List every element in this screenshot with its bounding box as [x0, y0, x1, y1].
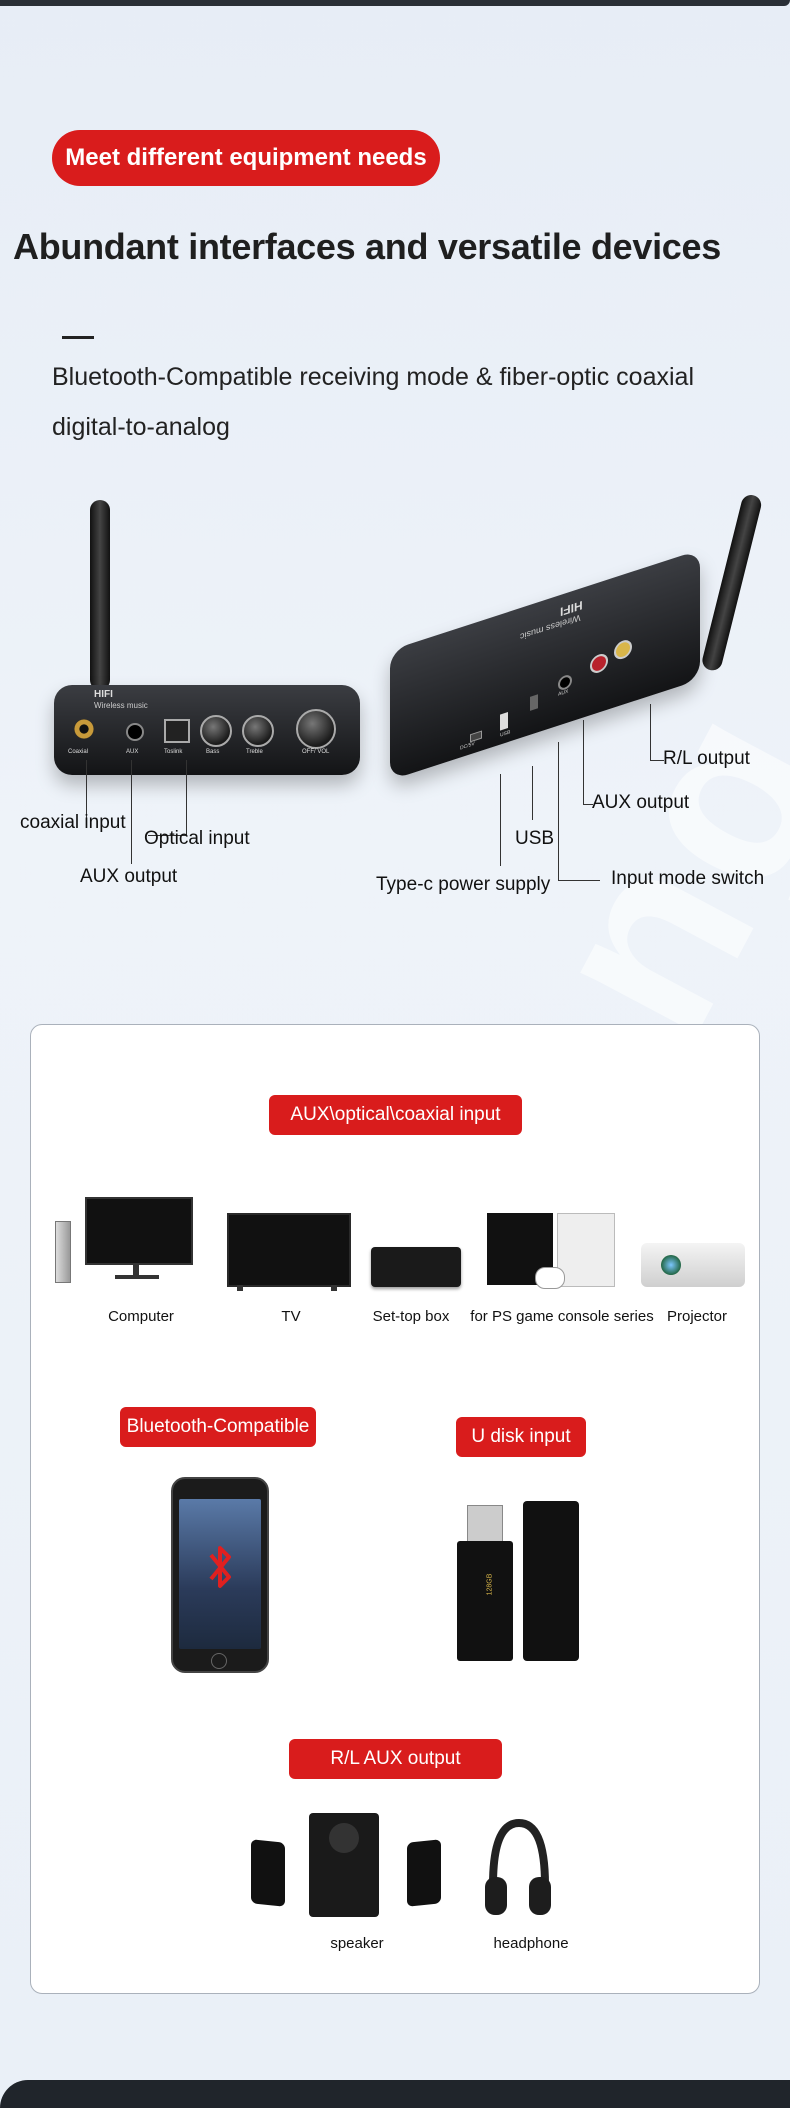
- callout-line-optical: [186, 760, 187, 836]
- page-title: Abundant interfaces and versatile device…: [13, 226, 721, 267]
- callout-hline-optical: [148, 835, 186, 836]
- home-button-icon: [211, 1653, 227, 1669]
- device-brand: HIFI: [94, 689, 113, 700]
- monitor-icon: [85, 1197, 193, 1265]
- headphone-icon: [485, 1818, 551, 1915]
- tv-icon: [227, 1213, 351, 1287]
- device-model: Wireless music: [94, 701, 148, 710]
- caption-projector: Projector: [666, 1308, 728, 1325]
- pc-tower-icon: [55, 1221, 71, 1283]
- left-device-image: HIFI Wireless music Coaxial AUX Toslink …: [50, 495, 360, 795]
- callout-rl-output: R/L output: [663, 748, 750, 769]
- callout-aux-output-right: AUX output: [592, 792, 690, 813]
- callout-line-aux: [131, 760, 132, 864]
- subwoofer-cone-icon: [329, 1823, 359, 1853]
- title-dash: [62, 336, 94, 339]
- callout-line-usb: [532, 766, 533, 820]
- port-label-aux: AUX: [126, 749, 139, 755]
- callout-optical-input: Optical input: [144, 828, 250, 849]
- tv-leg-left-icon: [237, 1285, 243, 1291]
- aux-port-icon: [126, 723, 144, 741]
- caption-headphone: headphone: [493, 1935, 569, 1952]
- usb-port-icon: [500, 712, 508, 731]
- device-model: Wireless music: [520, 612, 581, 643]
- device-body: HIFI Wireless music Coaxial AUX Toslink …: [54, 685, 360, 775]
- projector-lens-icon: [661, 1255, 681, 1275]
- callout-line-typec: [500, 774, 501, 866]
- usb-section-pill: U disk input: [456, 1417, 586, 1457]
- treble-knob-icon: [242, 715, 274, 747]
- callout-usb: USB: [515, 828, 555, 849]
- feature-badge: Meet different equipment needs: [52, 130, 440, 186]
- antenna-icon: [90, 500, 110, 690]
- caption-computer: Computer: [108, 1308, 174, 1325]
- port-label-toslink: Toslink: [164, 749, 183, 755]
- port-label-usb: USB: [500, 729, 511, 739]
- port-label-bass: Bass: [206, 749, 220, 755]
- callout-line-rl: [650, 704, 651, 760]
- device-body: HIFI Wireless music DC/5V USB AUX: [390, 549, 700, 781]
- projector-icon: [641, 1243, 745, 1287]
- subtitle-line-2: digital-to-analog: [52, 413, 230, 441]
- tv-leg-right-icon: [331, 1285, 337, 1291]
- callout-line-coaxial: [86, 760, 87, 824]
- callout-coaxial-input: coaxial input: [20, 812, 126, 833]
- usb-brand-text: 128GB: [486, 1573, 494, 1596]
- caption-game-console: for PS game console series: [470, 1308, 654, 1325]
- speaker-left-icon: [251, 1839, 285, 1907]
- usb-cap-icon: [523, 1501, 579, 1661]
- port-label-dc: DC/5V: [460, 740, 475, 752]
- subtitle-line-1: Bluetooth-Compatible receiving mode & fi…: [52, 363, 694, 391]
- tv-image: [227, 1213, 351, 1293]
- coaxial-port-icon: [74, 719, 94, 739]
- caption-tv: TV: [281, 1308, 301, 1325]
- rca-red-icon: [590, 651, 608, 676]
- bass-knob-icon: [200, 715, 232, 747]
- bluetooth-icon: [203, 1539, 237, 1595]
- speaker-image: [251, 1813, 451, 1923]
- callout-hline-aux-right: [583, 804, 593, 805]
- computer-image: [55, 1197, 193, 1307]
- optical-port-icon: [164, 719, 190, 743]
- mode-switch-icon: [530, 694, 538, 711]
- compatibility-card: AUX\optical\coaxial input Computer TV Se…: [30, 1024, 760, 1994]
- output-section-pill: R/L AUX output: [289, 1739, 502, 1779]
- usb-drive-image: 128GB: [455, 1501, 583, 1665]
- top-decor-bar: [0, 0, 790, 6]
- caption-set-top-box: Set-top box: [372, 1308, 450, 1325]
- headphone-image: [483, 1815, 553, 1925]
- callout-hline-switch: [558, 880, 600, 881]
- rca-white-icon: [614, 637, 632, 662]
- callout-input-mode-switch: Input mode switch: [611, 868, 765, 889]
- monitor-stand-icon: [133, 1263, 139, 1275]
- callout-line-switch: [558, 742, 559, 880]
- right-device-image: HIFI Wireless music DC/5V USB AUX: [380, 490, 764, 790]
- bluetooth-section-pill: Bluetooth-Compatible: [120, 1407, 316, 1447]
- bottom-decor-bar: [0, 2080, 790, 2108]
- port-label-vol: OFF/ VOL: [302, 749, 330, 755]
- port-label-aux: AUX: [558, 688, 569, 698]
- monitor-base-icon: [115, 1275, 159, 1279]
- set-top-box-icon: [371, 1247, 461, 1287]
- usb-body-icon: 128GB: [457, 1541, 513, 1661]
- speaker-right-icon: [407, 1839, 441, 1907]
- callout-aux-output-left: AUX output: [80, 866, 178, 887]
- subwoofer-icon: [309, 1813, 379, 1917]
- callout-typec-power: Type-c power supply: [376, 874, 551, 895]
- smartphone-image: [171, 1477, 269, 1673]
- port-label-treble: Treble: [246, 749, 263, 755]
- xbox-console-icon: [557, 1213, 615, 1287]
- controller-icon: [535, 1267, 565, 1289]
- antenna-icon: [700, 492, 764, 673]
- port-label-coaxial: Coaxial: [68, 749, 89, 755]
- callout-hline-rl: [650, 760, 664, 761]
- volume-knob-icon: [296, 709, 336, 749]
- input-section-pill: AUX\optical\coaxial input: [269, 1095, 522, 1135]
- game-console-image: [487, 1213, 615, 1297]
- caption-speaker: speaker: [330, 1935, 384, 1952]
- usb-connector-icon: [467, 1505, 503, 1543]
- callout-line-aux-right: [583, 720, 584, 804]
